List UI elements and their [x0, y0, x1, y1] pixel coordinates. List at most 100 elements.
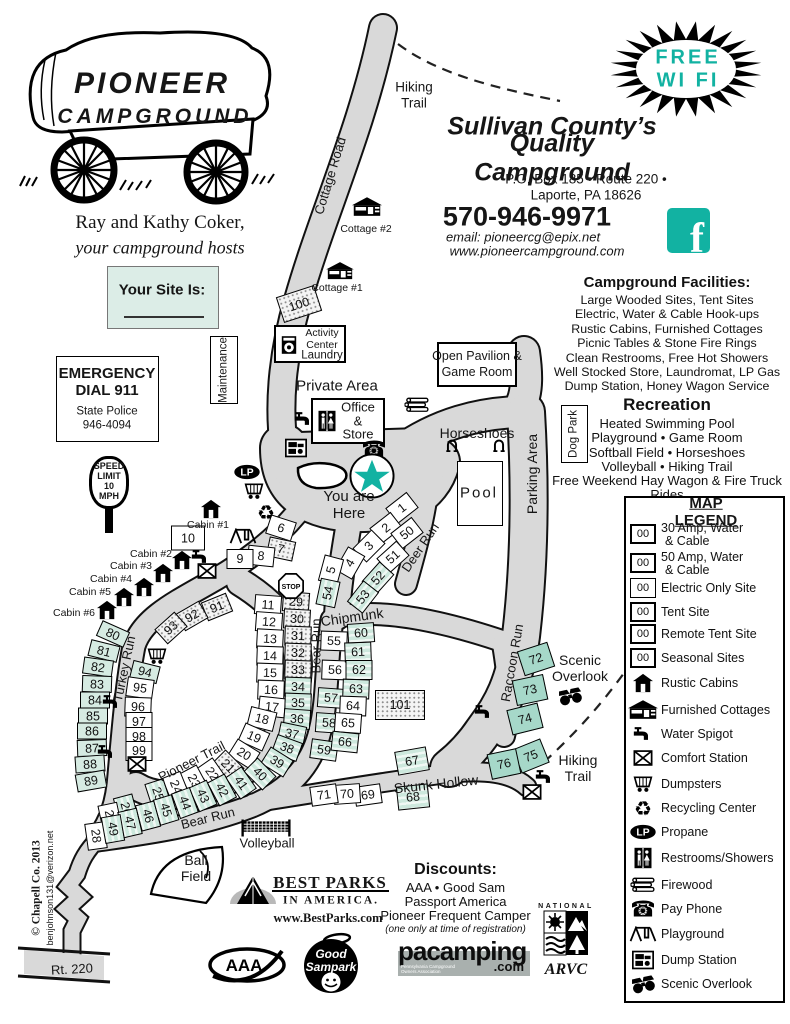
- emergency-title: EMERGENCY DIAL 911: [58, 364, 156, 399]
- legend-label: Dumpsters: [661, 777, 722, 791]
- legend-swatch-a50: 00: [630, 553, 656, 573]
- cabin-3-label: Cabin #3: [109, 559, 153, 572]
- horseshoes-label: Horseshoes: [439, 424, 515, 441]
- fline: Clean Restrooms, Free Hot Showers: [565, 350, 769, 365]
- arvc-national-text: NATIONAL: [538, 903, 594, 910]
- legend-label: & Cable: [665, 533, 710, 548]
- legend-label: Pay Phone: [661, 902, 723, 916]
- stop-sign-icon: STOP: [278, 573, 304, 599]
- dump-station-icon: [285, 438, 307, 458]
- emergency-sub2: 946-4094: [82, 419, 132, 432]
- road-label-rt-220: Rt. 220: [50, 960, 94, 978]
- comfort-station-icon: [522, 784, 542, 800]
- water-spigot-icon: [294, 411, 314, 427]
- recreation-title: Recreation: [623, 395, 711, 414]
- legend-label: 50 Amp, Water: [661, 549, 744, 564]
- legend-label: Scenic Overlook: [661, 977, 753, 991]
- legend-pay-phone-icon: ☎: [629, 897, 656, 922]
- pavilion-building: [437, 342, 517, 387]
- private-area-label: Private Area: [296, 377, 378, 395]
- you-are-here-star-icon: [349, 453, 395, 499]
- legend-label: Firewood: [661, 878, 713, 892]
- wifi-line-1: FREE: [655, 46, 721, 69]
- discounts-note: (one only at time of registration): [385, 923, 526, 935]
- map-legend-title: MAP LEGEND: [674, 494, 738, 529]
- pacamping-bg: [398, 951, 530, 976]
- legend-recycling-icon: ♻: [632, 796, 654, 820]
- legend-rustic-cabin-icon: [632, 673, 654, 693]
- pacamping-name: pacamping: [398, 936, 527, 966]
- legend-swatch-rem: 00: [630, 624, 656, 644]
- hiking-trail-top-dashes: [397, 43, 561, 103]
- comfort-station-icon: [127, 756, 147, 772]
- cottage-2-label: Cottage #2: [340, 222, 392, 235]
- pool-label: Pool: [459, 484, 499, 502]
- propane-icon: LP: [234, 464, 261, 480]
- pacamping-association: Pennsylvania Campground Owners Associati…: [401, 964, 456, 975]
- dline: Pioneer Frequent Camper: [380, 908, 531, 924]
- facilities-block: Campground Facilities: Large Wooded Site…: [544, 274, 790, 394]
- maintenance-building: [210, 336, 238, 404]
- rustic-cabin-icon: [200, 499, 222, 519]
- rline: Playground • Game Room: [591, 430, 743, 446]
- address-line: P.O. Box 185 • Route 220 • Laporte, PA 1…: [505, 171, 667, 202]
- rustic-cabin-icon: [113, 587, 135, 607]
- legend-label: Water Spigot: [661, 727, 733, 741]
- road-label-bear-run-upper: Bear Run: [308, 618, 324, 674]
- legend-label: & Cable: [665, 562, 710, 577]
- logo-title-1: PIONEER: [73, 66, 231, 100]
- site-101: 101: [375, 690, 425, 720]
- site-86: 86: [77, 722, 107, 740]
- office-store-building: [311, 398, 385, 444]
- svg-text:STOP: STOP: [282, 584, 301, 591]
- legend-label: Furnished Cottages: [661, 703, 771, 717]
- legend-swatch-el: 00: [630, 578, 656, 598]
- site-9: 9: [226, 549, 254, 569]
- hosts-line-1: Ray and Kathy Coker,: [75, 212, 245, 234]
- laundry-label: Laundry: [301, 349, 343, 362]
- pavilion-label: Open Pavilion & Game Room: [432, 348, 522, 379]
- legend-label: Playground: [661, 927, 725, 941]
- facebook-letter: f: [690, 216, 704, 253]
- emergency-sub1: State Police: [76, 405, 138, 418]
- legend-label: Restrooms/Showers: [661, 851, 774, 865]
- copyright-line: © Chapell Co. 2013: [30, 840, 43, 936]
- fline: Large Wooded Sites, Tent Sites: [580, 293, 754, 307]
- site-83: 83: [81, 674, 113, 694]
- wagon-logo: [19, 30, 275, 205]
- svg-text:Sampark: Sampark: [306, 960, 358, 974]
- hiking-trail-top-label: Hiking Trail: [395, 79, 433, 110]
- rustic-cabin-icon: [96, 600, 118, 620]
- dog-park-label: Dog Park: [567, 410, 580, 458]
- hosts-line-2: your campground hosts: [75, 237, 245, 258]
- facilities-title: Campground Facilities:: [583, 274, 751, 291]
- rustic-cabin-icon: [171, 550, 193, 570]
- tagline-2: Quality Campground: [474, 129, 630, 186]
- phone-number: 570-946-9971: [442, 201, 612, 232]
- best-parks-url: www.BestParks.com: [273, 910, 383, 925]
- water-spigot-icon: [102, 694, 122, 710]
- good-sampark-logo: Good Sampark: [304, 932, 358, 993]
- svg-text:☎: ☎: [632, 898, 654, 920]
- dline: AAA • Good Sam: [405, 880, 506, 895]
- pool-area: [457, 461, 503, 526]
- rt-220-road: [17, 946, 111, 984]
- ball-field-outline: [149, 845, 224, 905]
- legend-label: Comfort Station: [661, 751, 748, 765]
- ball-field-label: Ball Field: [180, 851, 212, 884]
- speed-limit-sign-pole: [105, 507, 113, 533]
- water-spigot-icon: [191, 549, 211, 565]
- office-store-label: Office & Store: [341, 399, 375, 442]
- water-spigot-icon: [535, 769, 555, 785]
- maintenance-label: Maintenance: [217, 337, 230, 403]
- volleyball-label: Volleyball: [239, 835, 295, 851]
- volleyball-net-icon: [241, 819, 291, 837]
- pacamping-tld: .com: [493, 959, 524, 974]
- legend-propane-icon: LP: [630, 824, 657, 840]
- cabin-2-label: Cabin #2: [129, 547, 173, 560]
- washer-icon: [281, 335, 297, 355]
